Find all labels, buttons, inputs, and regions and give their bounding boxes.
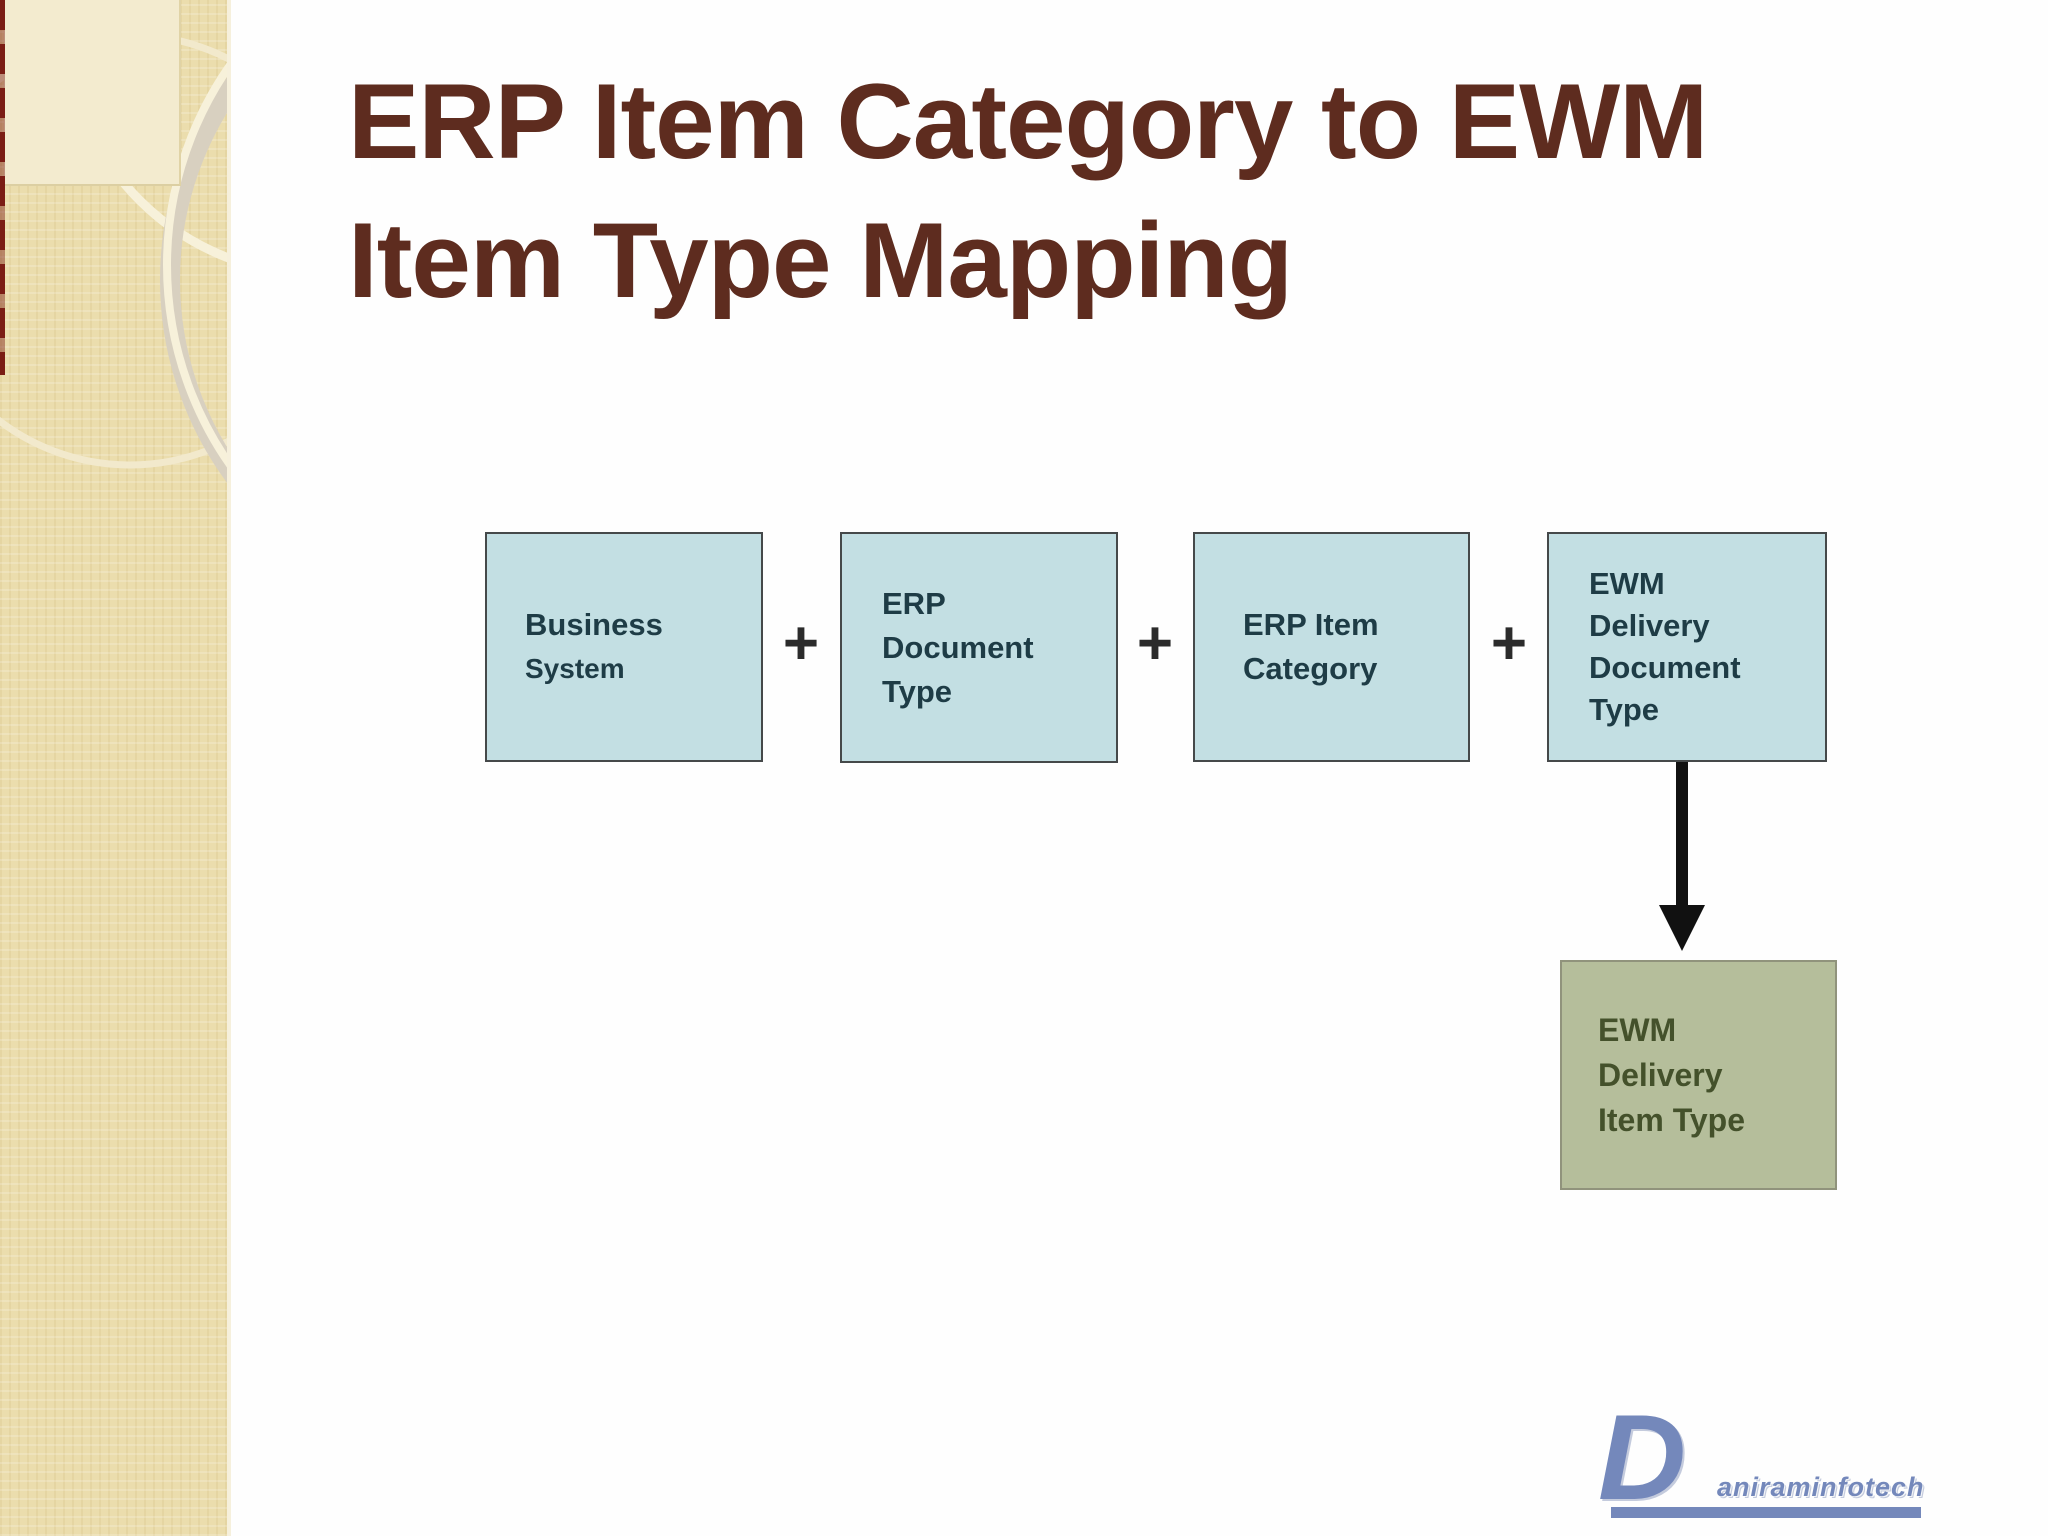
plus-operator: + [782,609,820,678]
box-label-line: Business [525,607,663,642]
box-label-line: Delivery [1589,608,1710,643]
down-arrow-head [1659,905,1705,951]
box-label-line: Category [1243,651,1378,686]
logo-underline-bar [1611,1507,1921,1518]
box-ewm-delivery-item-type: EWM Delivery Item Type [1560,960,1837,1190]
plus-operator: + [1136,609,1174,678]
box-erp-item-category: ERP Item Category [1193,532,1470,762]
box-label-line: Delivery [1598,1056,1723,1093]
box-label-line: Item Type [1598,1101,1745,1138]
box-label-line: System [525,653,625,684]
box-label-line: Type [882,673,953,709]
sidebar-top-panel [4,0,181,186]
box-label-line: Type [1589,692,1660,727]
box-label-line: Document [882,629,1034,665]
plus-operator: + [1490,609,1528,678]
box-label-line: EWM [1598,1011,1677,1048]
box-label-line: ERP Item [1243,607,1379,642]
watermark-logo: D aniraminfotech [1598,1389,1958,1528]
box-ewm-delivery-document-type: EWM Delivery Document Type [1547,532,1827,762]
box-erp-document-type: ERP Document Type [840,532,1118,763]
logo-text: aniraminfotech [1717,1472,1925,1502]
slide-title-line1: ERP Item Category to EWM [348,61,1708,181]
down-arrow-stem [1676,762,1688,912]
slide-title: ERP Item Category to EWM Item Type Mappi… [348,52,1968,330]
box-label-line: Document [1589,650,1741,685]
logo-initial: D [1598,1389,1687,1525]
left-edge-red-marks [0,0,5,375]
box-label-line: EWM [1589,566,1665,601]
sidebar-decoration [0,0,231,1536]
decorative-circles [0,0,227,483]
box-business-system: Business System [485,532,763,762]
slide-title-line2: Item Type Mapping [348,200,1293,320]
box-label-line: ERP [882,585,946,621]
